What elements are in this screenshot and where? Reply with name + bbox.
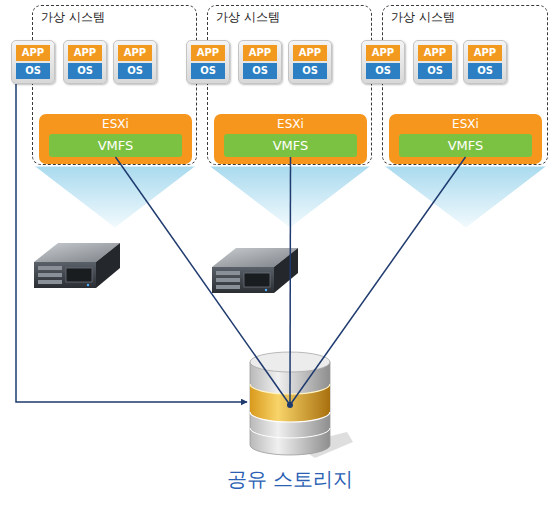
os-layer-label: OS [191, 63, 225, 79]
esxi-host-box: ESXiVMFS [389, 114, 542, 164]
app-layer-label: APP [191, 45, 225, 61]
virtual-machine-icon: APP OS [413, 40, 457, 84]
virtual-machine-icon: APP OS [238, 40, 282, 84]
virtual-machine-icon: APP OS [288, 40, 332, 84]
filesystem-label: VMFS [448, 138, 484, 153]
os-layer-label: OS [243, 63, 277, 79]
app-layer-label: APP [418, 45, 452, 61]
fan-triangle [209, 166, 371, 228]
storage-link [16, 84, 247, 402]
storage-link [116, 157, 291, 405]
storage-link [289, 157, 291, 405]
server-icon [212, 248, 298, 293]
shared-storage: 공유 스토리지 [225, 350, 355, 495]
virtual-machine-icon: APP OS [11, 40, 55, 84]
virtual-machine-icon: APP OS [463, 40, 507, 84]
os-layer-label: OS [68, 63, 102, 79]
app-layer-label: APP [68, 45, 102, 61]
virtual-system-group: 가상 시스템APPOSAPPOSAPPOSESXiVMFS [32, 5, 197, 165]
os-layer-label: OS [293, 63, 327, 79]
fan-triangle [34, 166, 196, 228]
app-layer-label: APP [243, 45, 277, 61]
datastore-fan [34, 166, 547, 228]
app-layer-label: APP [16, 45, 50, 61]
filesystem-label: VMFS [98, 138, 134, 153]
hypervisor-label: ESXi [39, 117, 192, 131]
app-layer-label: APP [468, 45, 502, 61]
virtual-system-group: 가상 시스템APPOSAPPOSAPPOSESXiVMFS [382, 5, 548, 165]
group-heading: 가상 시스템 [216, 9, 280, 26]
group-heading: 가상 시스템 [41, 9, 105, 26]
os-layer-label: OS [366, 63, 400, 79]
hypervisor-label: ESXi [389, 117, 542, 131]
hypervisor-label: ESXi [214, 117, 367, 131]
vmfs-box: VMFS [399, 134, 532, 157]
storage-link [290, 157, 466, 405]
vmfs-box: VMFS [49, 134, 182, 157]
virtual-machine-icon: APP OS [361, 40, 405, 84]
vmfs-box: VMFS [224, 134, 357, 157]
app-layer-label: APP [293, 45, 327, 61]
os-layer-label: OS [118, 63, 152, 79]
os-layer-label: OS [468, 63, 502, 79]
virtual-machine-icon: APP OS [113, 40, 157, 84]
esxi-host-box: ESXiVMFS [39, 114, 192, 164]
os-layer-label: OS [418, 63, 452, 79]
server-icon [34, 243, 120, 288]
os-layer-label: OS [16, 63, 50, 79]
app-layer-label: APP [366, 45, 400, 61]
esxi-host-box: ESXiVMFS [214, 114, 367, 164]
virtual-machine-icon: APP OS [63, 40, 107, 84]
virtual-system-group: 가상 시스템APPOSAPPOSAPPOSESXiVMFS [207, 5, 372, 165]
virtual-machine-icon: APP OS [186, 40, 230, 84]
filesystem-label: VMFS [273, 138, 309, 153]
group-heading: 가상 시스템 [391, 9, 455, 26]
app-layer-label: APP [118, 45, 152, 61]
fan-triangle [384, 166, 547, 228]
storage-label: 공유 스토리지 [205, 466, 375, 493]
